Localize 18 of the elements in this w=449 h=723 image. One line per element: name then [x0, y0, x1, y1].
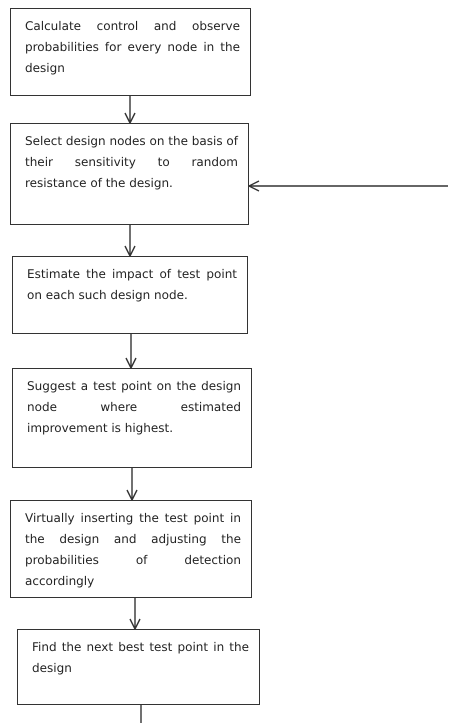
process-box	[10, 123, 249, 225]
step-text: Find the next best test point in the design	[32, 639, 249, 677]
arrow	[124, 96, 136, 124]
process-box	[10, 8, 251, 96]
arrow	[129, 598, 141, 630]
step-text: Estimate the impact of test point on each such design node.	[27, 266, 237, 304]
arrow	[126, 468, 138, 501]
step-text: Calculate control and observe probabilities for every node in the design	[25, 18, 240, 77]
process-box	[10, 500, 252, 598]
step-text: Select design nodes on the basis of their sensitivity to random resistance of the design.	[25, 133, 238, 192]
arrow	[248, 180, 448, 192]
step-text: Virtually inserting the test point in the design and adjusting the probabilities of detection accordingly	[25, 510, 241, 590]
step-text: Suggest a test point on the design node where estimated improvement is highest.	[27, 378, 241, 437]
arrow	[124, 225, 136, 257]
process-box	[12, 256, 248, 334]
process-box	[12, 368, 252, 468]
process-box	[17, 629, 260, 705]
arrow	[125, 334, 137, 369]
